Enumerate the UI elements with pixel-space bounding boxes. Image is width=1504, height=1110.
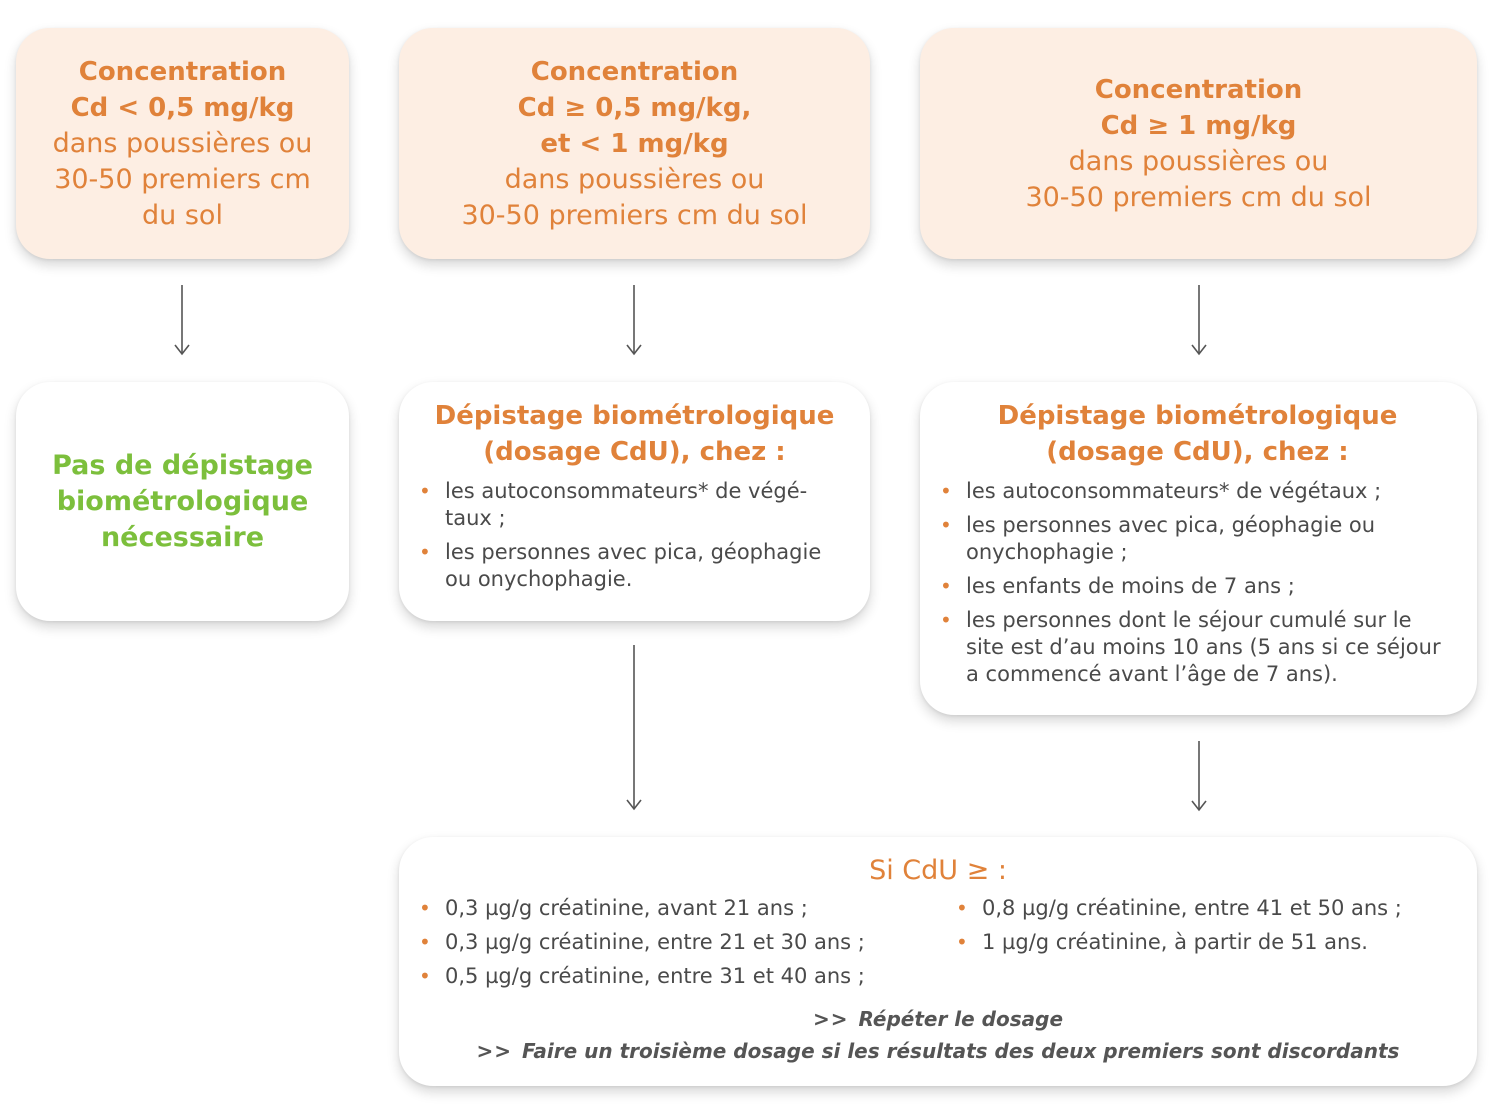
arrow-down-icon xyxy=(1191,285,1207,356)
bullet-icon: • xyxy=(419,540,431,564)
list-item-text: 0,3 µg/g créatinine, entre 21 et 30 ans … xyxy=(445,930,865,954)
concentration-depth: 30-50 premiers cm xyxy=(54,163,311,195)
concentration-medium: dans poussières ou xyxy=(504,163,765,195)
list-item: • les personnes avec pica, géophagie ou o… xyxy=(940,512,1455,566)
list-item-text: les personnes avec pica, géophagie ou on… xyxy=(445,540,822,591)
list-item-text: les enfants de moins de 7 ans ; xyxy=(966,574,1295,598)
screening-list: • les autoconsommateurs* de végétaux ; • l… xyxy=(940,478,1455,688)
bullet-icon: • xyxy=(419,896,431,920)
bullet-icon: • xyxy=(419,964,431,988)
bullet-icon: • xyxy=(940,574,952,598)
screening-title: Dépistage biométrologique xyxy=(997,401,1398,431)
thresholds-list-right: • 0,8 µg/g créatinine, entre 41 et 50 ans… xyxy=(956,895,1457,997)
list-item: • les personnes dont le séjour cumulé sur… xyxy=(940,607,1455,688)
arrow-down-icon xyxy=(1191,741,1207,812)
list-item: • 0,5 µg/g créatinine, entre 31 et 40 ans… xyxy=(419,963,956,990)
bullet-icon: • xyxy=(419,930,431,954)
list-item: • 0,3 µg/g créatinine, entre 21 et 30 ans… xyxy=(419,929,956,956)
screening-box-mid: Dépistage biométrologique (dosage CdU), … xyxy=(399,382,870,621)
concentration-threshold: Cd ≥ 1 mg/kg xyxy=(1100,110,1297,141)
repeat-note-text: Répéter le dosage xyxy=(858,1007,1064,1031)
list-item-text: 1 µg/g créatinine, à partir de 51 ans. xyxy=(982,930,1368,954)
arrow-down-icon xyxy=(626,285,642,356)
third-test-note-text: Faire un troisième dosage si les résulta… xyxy=(522,1039,1400,1063)
concentration-box-high: Concentration Cd ≥ 1 mg/kg dans poussièr… xyxy=(920,28,1477,259)
list-item: • les autoconsommateurs* de végétaux ; xyxy=(940,478,1455,505)
concentration-depth: 30-50 premiers cm du sol xyxy=(1025,181,1372,213)
list-item: • les personnes avec pica, géophagie ou o… xyxy=(419,539,850,593)
bullet-icon: • xyxy=(940,479,952,503)
no-screening-box: Pas de dépistage biométrologique nécessa… xyxy=(16,382,349,621)
list-item: • 0,8 µg/g créatinine, entre 41 et 50 ans… xyxy=(956,895,1457,922)
list-item: • les enfants de moins de 7 ans ; xyxy=(940,573,1455,600)
list-item: • 0,3 µg/g créatinine, avant 21 ans ; xyxy=(419,895,956,922)
concentration-label: Concentration xyxy=(1094,74,1303,105)
screening-subtitle: (dosage CdU), chez : xyxy=(1046,437,1349,467)
thresholds-title: Si CdU ≥ : xyxy=(869,855,1007,886)
concentration-threshold: Cd < 0,5 mg/kg xyxy=(70,92,295,123)
thresholds-box: Si CdU ≥ : • 0,3 µg/g créatinine, avant 2… xyxy=(399,837,1477,1086)
bullet-icon: • xyxy=(940,513,952,537)
list-item: • les autoconsommateurs* de végé-taux ; xyxy=(419,478,850,532)
concentration-threshold: Cd ≥ 0,5 mg/kg, xyxy=(517,92,752,123)
list-item-text: 0,5 µg/g créatinine, entre 31 et 40 ans … xyxy=(445,964,865,988)
list-item: • 1 µg/g créatinine, à partir de 51 ans. xyxy=(956,929,1457,956)
no-screening-line: Pas de dépistage xyxy=(52,449,313,481)
repeat-note: >> Répéter le dosage xyxy=(419,1003,1457,1035)
concentration-medium: dans poussières ou xyxy=(1068,145,1329,177)
chevron-right-icon: >> xyxy=(812,1007,849,1031)
thresholds-columns: • 0,3 µg/g créatinine, avant 21 ans ; • 0,… xyxy=(419,895,1457,997)
bullet-icon: • xyxy=(940,608,952,632)
concentration-box-low: Concentration Cd < 0,5 mg/kg dans poussi… xyxy=(16,28,349,259)
list-item-text: les autoconsommateurs* de végé-taux ; xyxy=(445,479,808,530)
list-item-text: 0,3 µg/g créatinine, avant 21 ans ; xyxy=(445,896,808,920)
concentration-threshold-upper: et < 1 mg/kg xyxy=(540,128,729,159)
arrow-down-icon xyxy=(174,285,190,356)
list-item-text: les autoconsommateurs* de végétaux ; xyxy=(966,479,1382,503)
third-test-note: >> Faire un troisième dosage si les résul… xyxy=(419,1035,1457,1067)
screening-subtitle: (dosage CdU), chez : xyxy=(483,437,786,467)
screening-box-right: Dépistage biométrologique (dosage CdU), … xyxy=(920,382,1477,715)
list-item-text: les personnes dont le séjour cumulé sur … xyxy=(966,608,1441,686)
bullet-icon: • xyxy=(419,479,431,503)
concentration-box-mid: Concentration Cd ≥ 0,5 mg/kg, et < 1 mg/… xyxy=(399,28,870,259)
concentration-depth: 30-50 premiers cm du sol xyxy=(461,199,808,231)
concentration-depth-end: du sol xyxy=(142,199,223,231)
list-item-text: 0,8 µg/g créatinine, entre 41 et 50 ans … xyxy=(982,896,1402,920)
arrow-down-icon xyxy=(626,645,642,811)
chevron-right-icon: >> xyxy=(476,1039,513,1063)
screening-title: Dépistage biométrologique xyxy=(434,401,835,431)
list-item-text: les personnes avec pica, géophagie ou on… xyxy=(966,513,1376,564)
concentration-medium: dans poussières ou xyxy=(52,127,313,159)
thresholds-list-left: • 0,3 µg/g créatinine, avant 21 ans ; • 0,… xyxy=(419,895,956,997)
concentration-label: Concentration xyxy=(78,56,287,87)
bullet-icon: • xyxy=(956,930,968,954)
screening-list: • les autoconsommateurs* de végé-taux ; •… xyxy=(419,478,850,593)
bullet-icon: • xyxy=(956,896,968,920)
no-screening-line: biométrologique xyxy=(56,485,309,517)
no-screening-line: nécessaire xyxy=(100,521,265,553)
concentration-label: Concentration xyxy=(530,56,739,87)
